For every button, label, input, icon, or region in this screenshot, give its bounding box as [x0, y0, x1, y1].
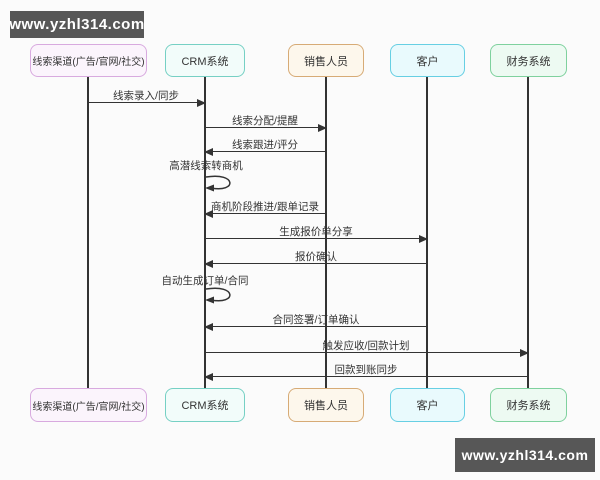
actor-box-customer-top: 客户 — [390, 44, 465, 77]
arrowhead-left-icon — [204, 260, 213, 268]
message-label: 回款到账同步 — [334, 364, 398, 376]
message-arrow — [88, 99, 206, 107]
message-label: 自动生成订单/合同 — [161, 275, 249, 287]
lifeline-finance — [527, 77, 529, 388]
arrowhead-right-icon — [197, 99, 206, 107]
self-loop-arrow — [205, 287, 231, 304]
arrowhead-left-icon — [204, 323, 213, 331]
message-label: 线索录入/同步 — [113, 90, 179, 102]
message-arrow — [204, 260, 427, 268]
arrowhead-left-icon — [204, 373, 213, 381]
actor-box-sales-top: 销售人员 — [288, 44, 364, 77]
arrowhead-right-icon — [520, 349, 529, 357]
message-label: 触发应收/回款计划 — [322, 340, 410, 352]
actor-box-channel-top: 线索渠道(广告/官网/社交) — [30, 44, 147, 77]
message-label: 报价确认 — [295, 251, 337, 263]
self-loop-arrow — [205, 175, 231, 192]
actor-box-customer-bottom: 客户 — [390, 388, 465, 422]
message-arrow — [204, 148, 326, 156]
arrowhead-right-icon — [419, 235, 428, 243]
lifeline-channel — [87, 77, 89, 388]
actor-box-channel-bottom: 线索渠道(广告/官网/社交) — [30, 388, 147, 422]
message-arrow — [204, 323, 427, 331]
message-label: 高潜线索转商机 — [169, 160, 243, 172]
message-label: 线索跟进/评分 — [232, 139, 298, 151]
lifeline-crm — [204, 77, 206, 388]
message-arrow — [205, 124, 327, 132]
actor-box-finance-top: 财务系统 — [490, 44, 567, 77]
message-arrow — [205, 349, 529, 357]
watermark-bottom: www.yzhl314.com — [455, 438, 595, 472]
message-arrow — [204, 373, 528, 381]
arrowhead-left-icon — [204, 210, 213, 218]
lifeline-sales — [325, 77, 327, 388]
actor-box-crm-top: CRM系统 — [165, 44, 245, 77]
message-label: 线索分配/提醒 — [232, 115, 298, 127]
lifeline-customer — [426, 77, 428, 388]
watermark-top: www.yzhl314.com — [9, 11, 144, 38]
actor-box-sales-bottom: 销售人员 — [288, 388, 364, 422]
arrowhead-right-icon — [318, 124, 327, 132]
arrowhead-left-icon — [204, 148, 213, 156]
actor-box-crm-bottom: CRM系统 — [165, 388, 245, 422]
message-label: 生成报价单分享 — [279, 226, 353, 238]
message-arrow — [205, 235, 428, 243]
message-label: 商机阶段推进/跟单记录 — [211, 201, 319, 213]
message-label: 合同签署/订单确认 — [272, 314, 360, 326]
message-arrow — [204, 210, 326, 218]
actor-box-finance-bottom: 财务系统 — [490, 388, 567, 422]
